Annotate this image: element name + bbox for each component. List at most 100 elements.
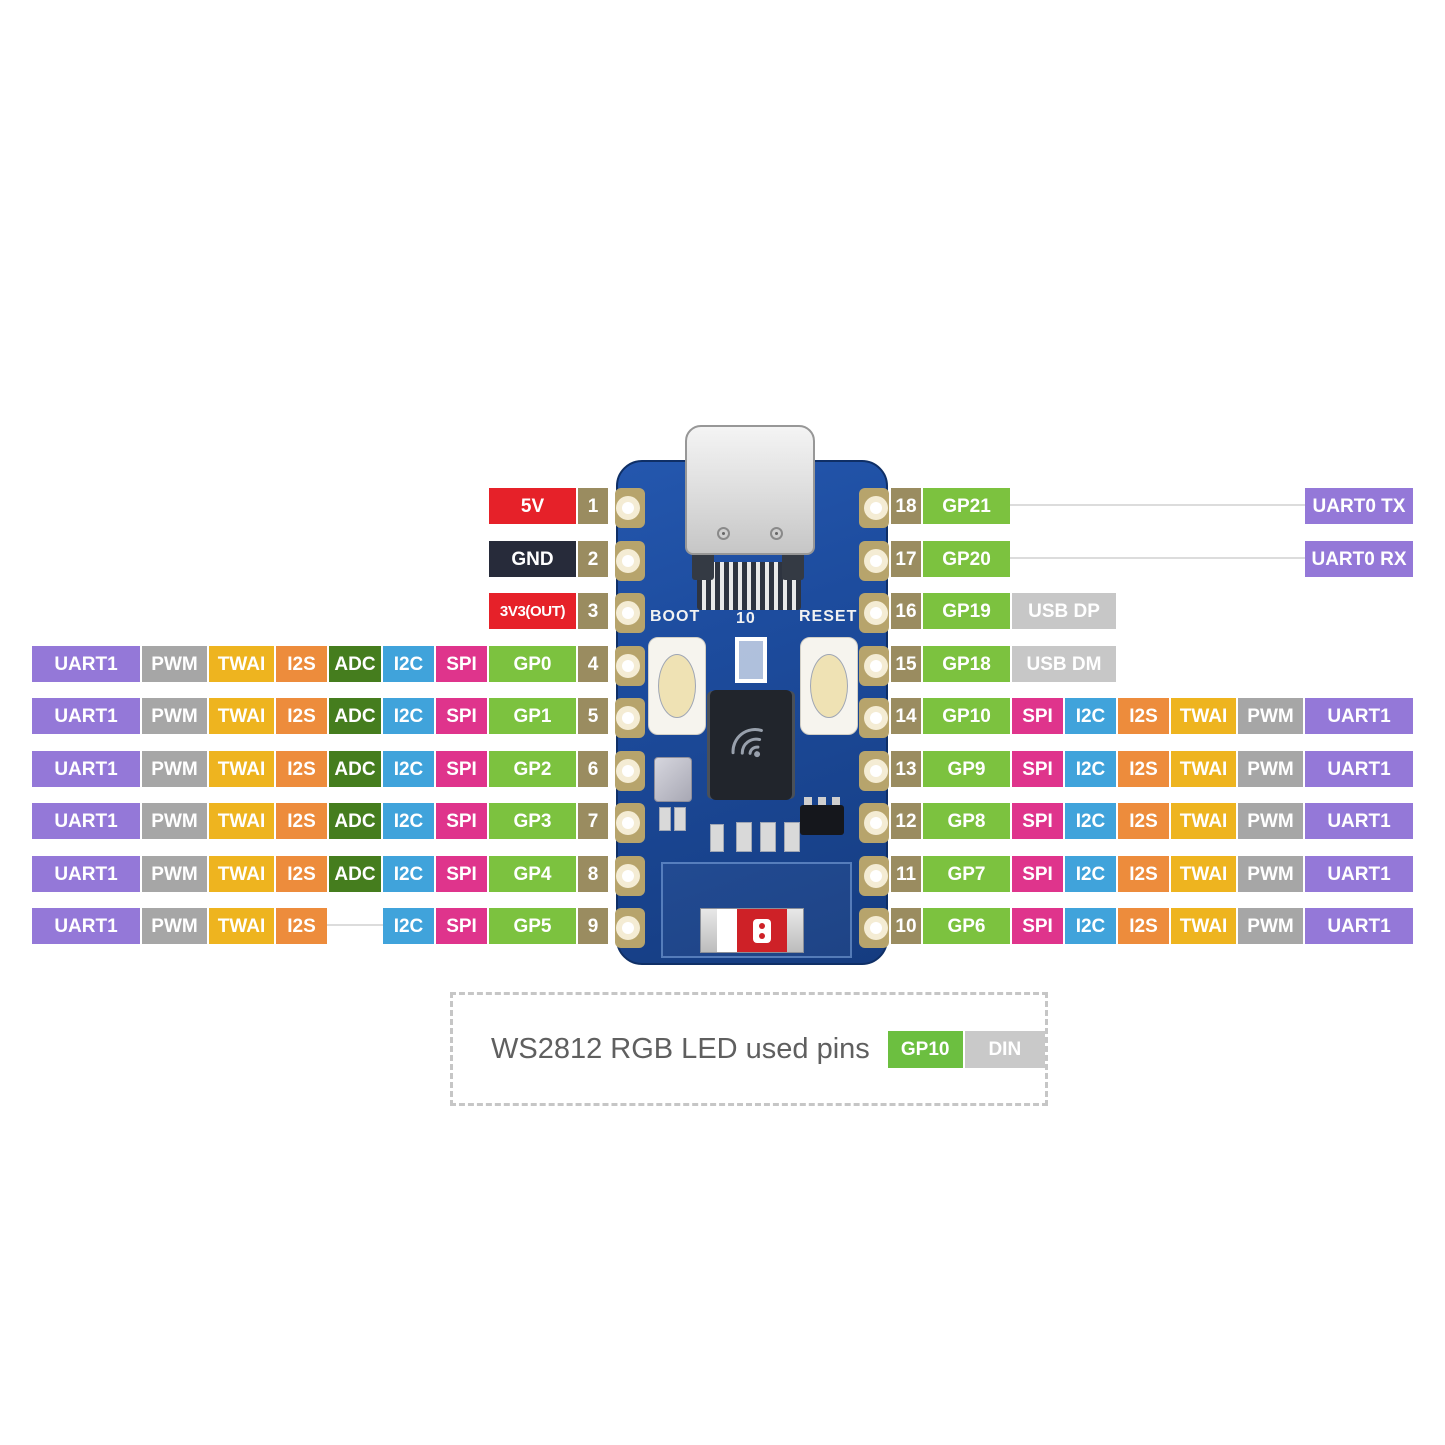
func-badge-pwm: PWM [142, 803, 207, 839]
func-badge-pwm: PWM [1238, 751, 1303, 787]
func-badge-twai: TWAI [1171, 698, 1236, 734]
func-badge-uart0-rx: UART0 RX [1305, 541, 1413, 577]
led-die [753, 918, 771, 943]
gpio-label-gp1: GP1 [489, 698, 576, 734]
castellated-pad-left-5 [615, 698, 645, 738]
func-badge-adc: ADC [329, 856, 381, 892]
button-cap [810, 654, 848, 718]
pin-number-4: 4 [578, 646, 608, 682]
led-body [737, 909, 787, 952]
func-badge-uart1: UART1 [32, 908, 140, 944]
esp32-c3-chip [710, 690, 792, 800]
pin-number-18: 18 [891, 488, 921, 524]
castellated-pad-left-1 [615, 488, 645, 528]
crystal-oscillator [654, 757, 692, 802]
func-badge-adc: ADC [329, 646, 381, 682]
func-badge-i2s: I2S [276, 698, 327, 734]
func-badge-uart1: UART1 [32, 856, 140, 892]
func-badge-adc: ADC [329, 803, 381, 839]
func-badge-twai: TWAI [209, 803, 274, 839]
func-badge-twai: TWAI [209, 908, 274, 944]
func-badge-usb-dm: USB DM [1012, 646, 1116, 682]
gpio-label-gp21: GP21 [923, 488, 1010, 524]
led-contact [701, 909, 717, 952]
func-badge-i2s: I2S [276, 908, 327, 944]
func-badge-spi: SPI [436, 803, 487, 839]
func-badge-uart1: UART1 [32, 751, 140, 787]
gpio-label-gp19: GP19 [923, 593, 1010, 629]
func-badge-twai: TWAI [1171, 751, 1236, 787]
func-badge-i2s: I2S [1118, 803, 1169, 839]
gpio-label-gp2: GP2 [489, 751, 576, 787]
func-badge-adc: ADC [329, 698, 381, 734]
func-badge-adc: ADC [329, 751, 381, 787]
func-badge-spi: SPI [436, 646, 487, 682]
func-badge-i2s: I2S [276, 803, 327, 839]
pin-number-12: 12 [891, 803, 921, 839]
func-badge-spi: SPI [1012, 751, 1063, 787]
gpio-label-gp7: GP7 [923, 856, 1010, 892]
smd-component [659, 807, 671, 831]
gpio-label-gp8: GP8 [923, 803, 1010, 839]
castellated-pad-right-3 [859, 593, 889, 633]
gpio-label-gp0: GP0 [489, 646, 576, 682]
pin-number-6: 6 [578, 751, 608, 787]
func-badge-pwm: PWM [142, 646, 207, 682]
func-badge-spi: SPI [1012, 698, 1063, 734]
func-badge-i2c: I2C [383, 803, 434, 839]
castellated-pad-left-7 [615, 803, 645, 843]
reset-button [800, 637, 858, 735]
boot-button [648, 637, 706, 735]
smd-component [784, 822, 800, 852]
gpio-label-gp3: GP3 [489, 803, 576, 839]
legend-gp10-badge: GP10 [887, 1030, 963, 1068]
gpio-label-gp5: GP5 [489, 908, 576, 944]
status-led [735, 637, 767, 683]
func-badge-i2c: I2C [383, 751, 434, 787]
func-badge-i2s: I2S [1118, 698, 1169, 734]
connector-line [1010, 488, 1305, 524]
func-badge-spi: SPI [436, 908, 487, 944]
button-cap [658, 654, 696, 718]
pin-number-2: 2 [578, 541, 608, 577]
smd-component [760, 822, 776, 852]
func-badge-uart1: UART1 [32, 698, 140, 734]
func-badge-pwm: PWM [1238, 856, 1303, 892]
castellated-pad-right-8 [859, 856, 889, 896]
func-badge-gnd: GND [489, 541, 576, 577]
func-badge-i2c: I2C [1065, 803, 1116, 839]
pin-number-1: 1 [578, 488, 608, 524]
func-badge-i2s: I2S [1118, 908, 1169, 944]
func-badge-uart1: UART1 [32, 803, 140, 839]
pin-number-5: 5 [578, 698, 608, 734]
func-badge-i2s: I2S [276, 751, 327, 787]
pin-number-14: 14 [891, 698, 921, 734]
gpio-label-gp20: GP20 [923, 541, 1010, 577]
func-badge-i2s: I2S [1118, 856, 1169, 892]
func-badge-uart1: UART1 [1305, 803, 1413, 839]
pin-number-3: 3 [578, 593, 608, 629]
gpio-label-gp9: GP9 [923, 751, 1010, 787]
func-badge-twai: TWAI [209, 646, 274, 682]
func-badge-pwm: PWM [1238, 698, 1303, 734]
func-badge-twai: TWAI [1171, 856, 1236, 892]
connector-line [1010, 541, 1305, 577]
wifi-logo-icon [731, 728, 763, 758]
func-badge-uart1: UART1 [32, 646, 140, 682]
func-badge-uart0-tx: UART0 TX [1305, 488, 1413, 524]
voltage-regulator [800, 797, 844, 835]
led-contact [787, 909, 803, 952]
castellated-pad-left-8 [615, 856, 645, 896]
func-badge-i2c: I2C [383, 856, 434, 892]
pin-number-7: 7 [578, 803, 608, 839]
func-badge-i2s: I2S [276, 856, 327, 892]
